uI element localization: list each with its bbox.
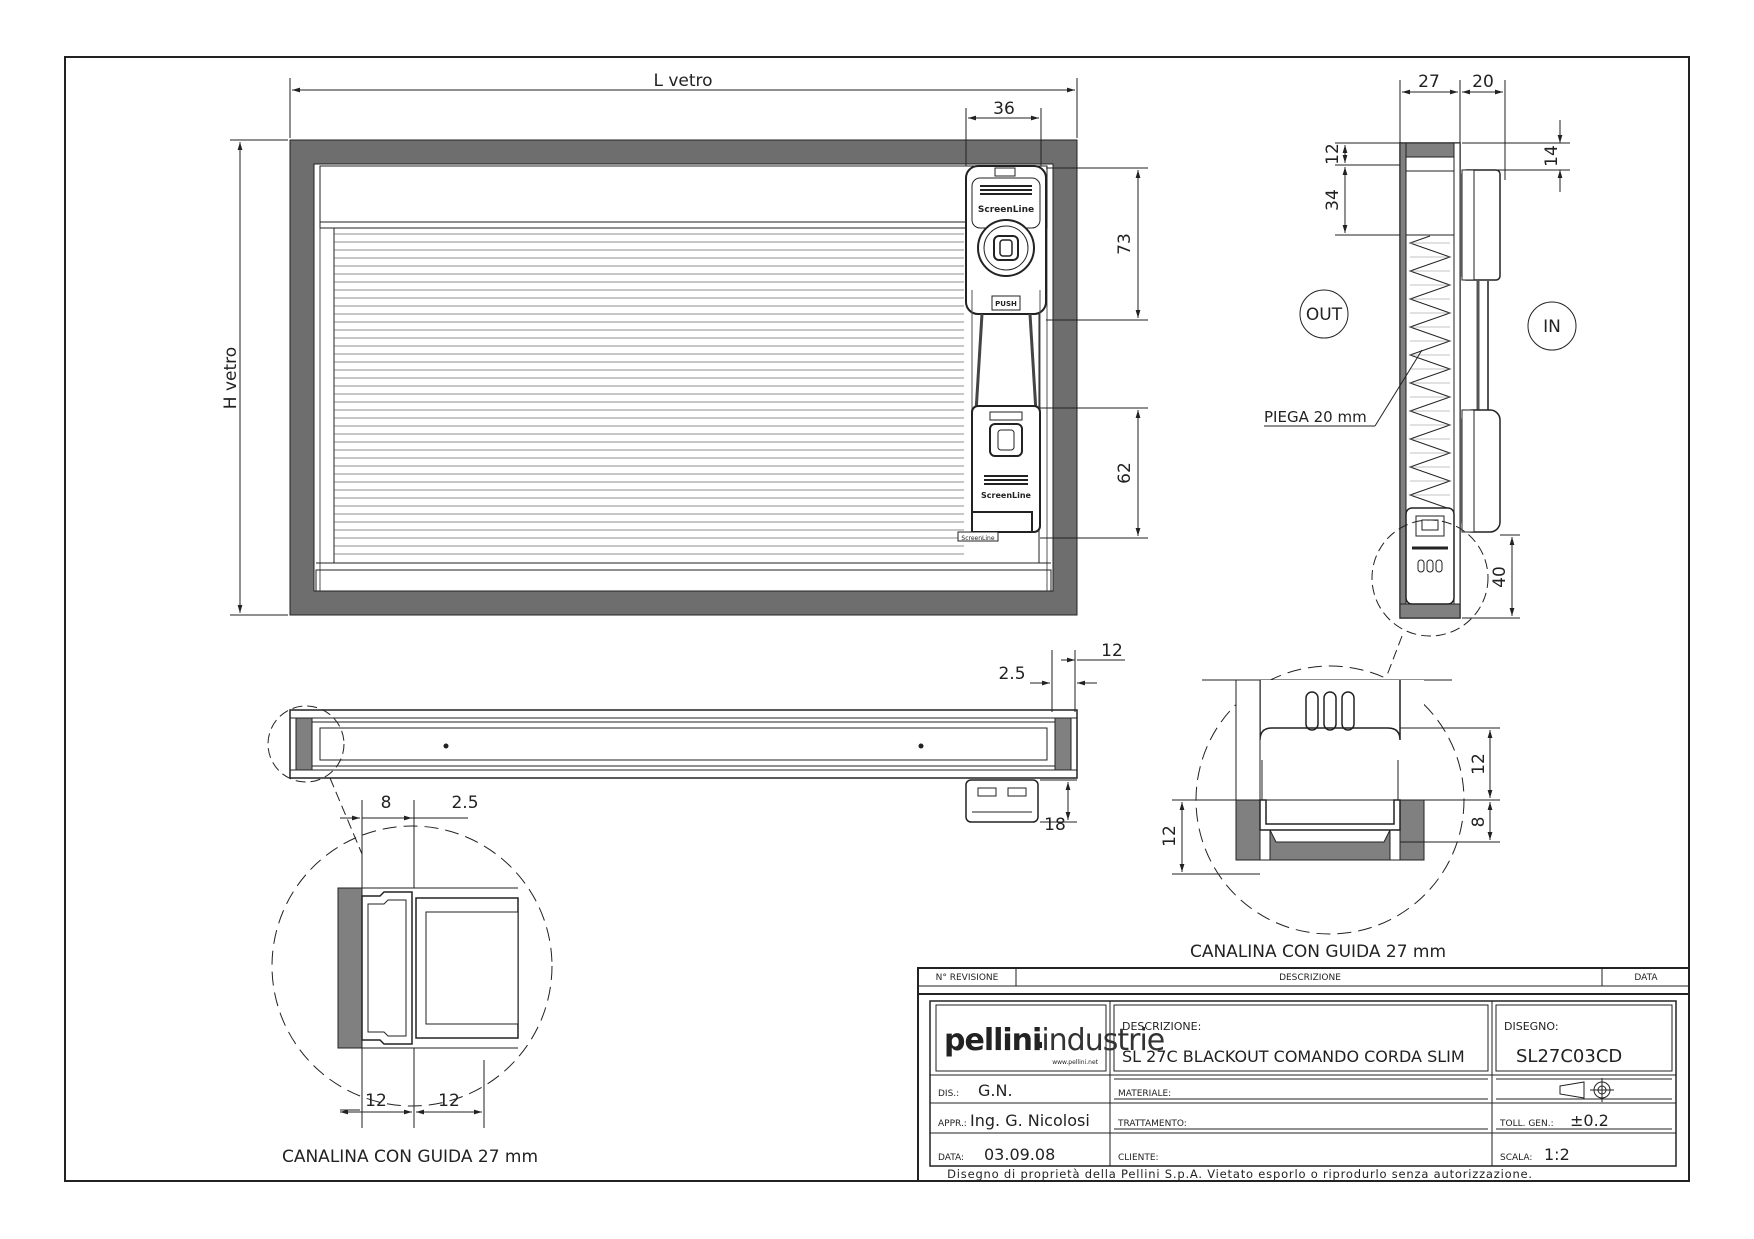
svg-text:pelliniindustrie: pelliniindustrie: [944, 1023, 1164, 1058]
dim-12-detail-b: 12: [438, 1091, 460, 1111]
sheet-border: [64, 56, 1690, 1182]
front-view: L vetro H vetro ScreenLine: [221, 71, 1148, 616]
dim-62: 62: [1115, 462, 1135, 484]
data-value: 03.09.08: [984, 1145, 1055, 1164]
dim-l-vetro: L vetro: [653, 71, 712, 91]
dim-8-detail: 8: [381, 793, 392, 813]
toll-value: ±0.2: [1570, 1111, 1609, 1130]
in-marker: [1527, 301, 1577, 351]
materiale-label: MATERIALE:: [1118, 1089, 1171, 1099]
descrizione-value: SL 27C BLACKOUT COMANDO CORDA SLIM: [1122, 1047, 1465, 1066]
bottom-section-view: 2.5 12 18: [267, 641, 1125, 855]
detail-callout-left: [267, 705, 345, 783]
top-handle: ScreenLine PUSH: [965, 165, 1047, 315]
dim-73: 73: [1115, 233, 1135, 255]
brand-mark-bottom: ScreenLine: [981, 491, 1032, 500]
logo-url: www.pellini.net: [1052, 1059, 1098, 1066]
label-in: IN: [1543, 317, 1561, 337]
detail-callout-right: [1371, 519, 1489, 637]
pleated-fabric: [334, 233, 964, 555]
disegno-label: DISEGNO:: [1504, 1020, 1559, 1033]
dim-h-vetro: H vetro: [221, 347, 241, 409]
logo-light: industrie: [1041, 1023, 1164, 1058]
descrizione-label: DESCRIZIONE:: [1122, 1020, 1201, 1033]
dim-34-side: 34: [1323, 189, 1343, 211]
dim-8-detail-right: 8: [1469, 817, 1489, 828]
dim-12-side: 12: [1323, 143, 1343, 165]
appr-value: Ing. G. Nicolosi: [970, 1111, 1090, 1130]
label-pleat: PIEGA 20 mm: [1264, 408, 1367, 426]
cliente-label: CLIENTE:: [1118, 1153, 1159, 1163]
control-cords: [971, 290, 1041, 413]
bottom-handle: ScreenLine ScreenLine: [957, 405, 1041, 542]
caption-detail-left: CANALINA CON GUIDA 27 mm: [282, 1147, 538, 1167]
brand-mark-rail: ScreenLine: [961, 535, 994, 542]
dim-40-side: 40: [1490, 566, 1510, 588]
dim-27: 27: [1418, 72, 1440, 92]
label-out: OUT: [1306, 305, 1343, 325]
dim-2-5-section: 2.5: [998, 664, 1025, 684]
trattamento-label: TRATTAMENTO:: [1117, 1119, 1187, 1129]
dim-handle-36: 36: [993, 99, 1015, 119]
dim-14-side: 14: [1542, 145, 1562, 167]
dis-value: G.N.: [978, 1081, 1013, 1100]
dim-2-5-detail: 2.5: [451, 793, 478, 813]
detail-right: 12 8 12 CANALINA CON GUIDA 27 mm: [1160, 665, 1500, 962]
desc-header: DESCRIZIONE: [1279, 973, 1341, 983]
rev-header: N° REVISIONE: [936, 973, 999, 983]
dis-label: DIS.:: [938, 1089, 959, 1099]
disegno-value: SL27C03CD: [1516, 1046, 1622, 1067]
caption-detail-right: CANALINA CON GUIDA 27 mm: [1190, 942, 1446, 962]
data-label: DATA:: [938, 1153, 964, 1163]
brand-mark-top: ScreenLine: [978, 205, 1034, 215]
scala-label: SCALA:: [1500, 1153, 1532, 1163]
dim-18-section: 18: [1044, 815, 1066, 835]
dim-12-detail-right: 12: [1469, 753, 1489, 775]
side-pleats: [1408, 235, 1452, 517]
side-view: 27 20 12 34 14: [1264, 72, 1577, 679]
side-pleat-zigzag: [1408, 235, 1452, 517]
detail-left: 8 2.5 12 12 CANALINA CON GUIDA 27 mm: [271, 793, 553, 1167]
dim-12-detail-left-side: 12: [1160, 825, 1180, 847]
dim-20: 20: [1472, 72, 1494, 92]
toll-label: TOLL. GEN.:: [1499, 1119, 1554, 1129]
title-block: N° REVISIONE DESCRIZIONE DATA pelliniind…: [917, 967, 1690, 1182]
date-header: DATA: [1634, 973, 1658, 983]
projection-symbol-icon: [1559, 1078, 1614, 1102]
logo-bold: pellini: [944, 1023, 1041, 1058]
push-label: PUSH: [995, 300, 1017, 308]
appr-label: APPR.:: [938, 1119, 967, 1129]
dim-12-section: 12: [1101, 641, 1123, 661]
out-marker: [1299, 289, 1349, 339]
ownership-footer: Disegno di proprietà della Pellini S.p.A…: [947, 1167, 1533, 1181]
scala-value: 1:2: [1544, 1145, 1570, 1164]
dim-12-detail-a: 12: [365, 1091, 387, 1111]
